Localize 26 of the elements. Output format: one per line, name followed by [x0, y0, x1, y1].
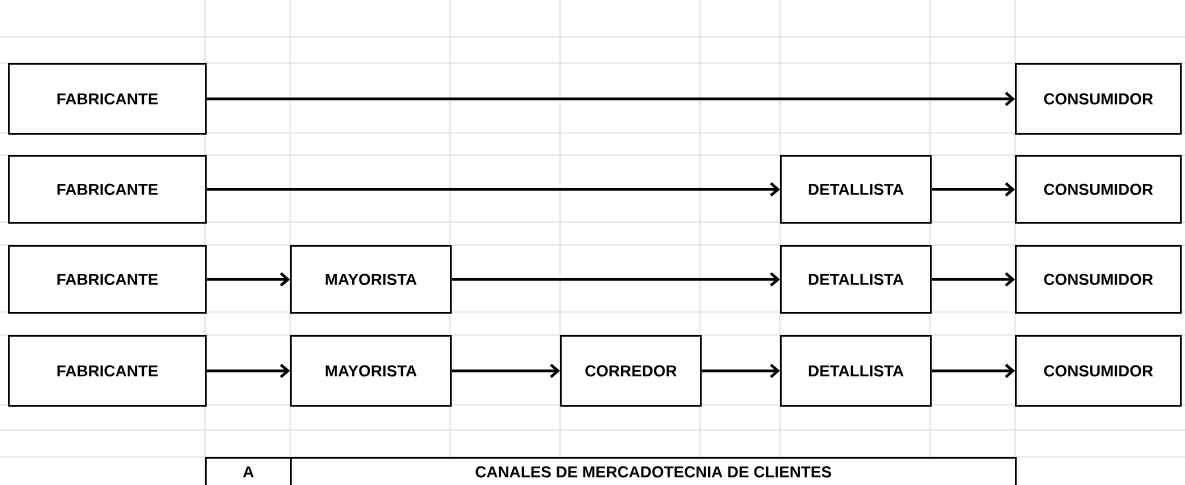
channel-box: CORREDOR — [560, 335, 702, 407]
channel-box: FABRICANTE — [8, 63, 207, 135]
arrow — [931, 363, 1015, 379]
channel-box: FABRICANTE — [8, 245, 207, 314]
arrow — [206, 272, 290, 287]
arrow — [451, 272, 780, 287]
channel-box: FABRICANTE — [8, 155, 207, 224]
arrow — [931, 272, 1015, 287]
arrow — [931, 182, 1015, 197]
channel-box: MAYORISTA — [290, 335, 452, 407]
channel-box: CONSUMIDOR — [1015, 245, 1182, 314]
channel-box: CONSUMIDOR — [1015, 63, 1182, 135]
table-cell: A — [205, 457, 292, 485]
arrow — [701, 363, 780, 379]
channel-box: CONSUMIDOR — [1015, 155, 1182, 224]
arrow — [206, 182, 780, 197]
arrow — [206, 91, 1015, 107]
arrow — [451, 363, 560, 379]
channel-box: CONSUMIDOR — [1015, 335, 1182, 407]
channel-box: DETALLISTA — [780, 245, 932, 314]
channel-box: FABRICANTE — [8, 335, 207, 407]
channel-box: DETALLISTA — [780, 155, 932, 224]
arrow — [206, 363, 290, 379]
channel-box: DETALLISTA — [780, 335, 932, 407]
channel-box: MAYORISTA — [290, 245, 452, 314]
node-label: A — [243, 466, 254, 478]
